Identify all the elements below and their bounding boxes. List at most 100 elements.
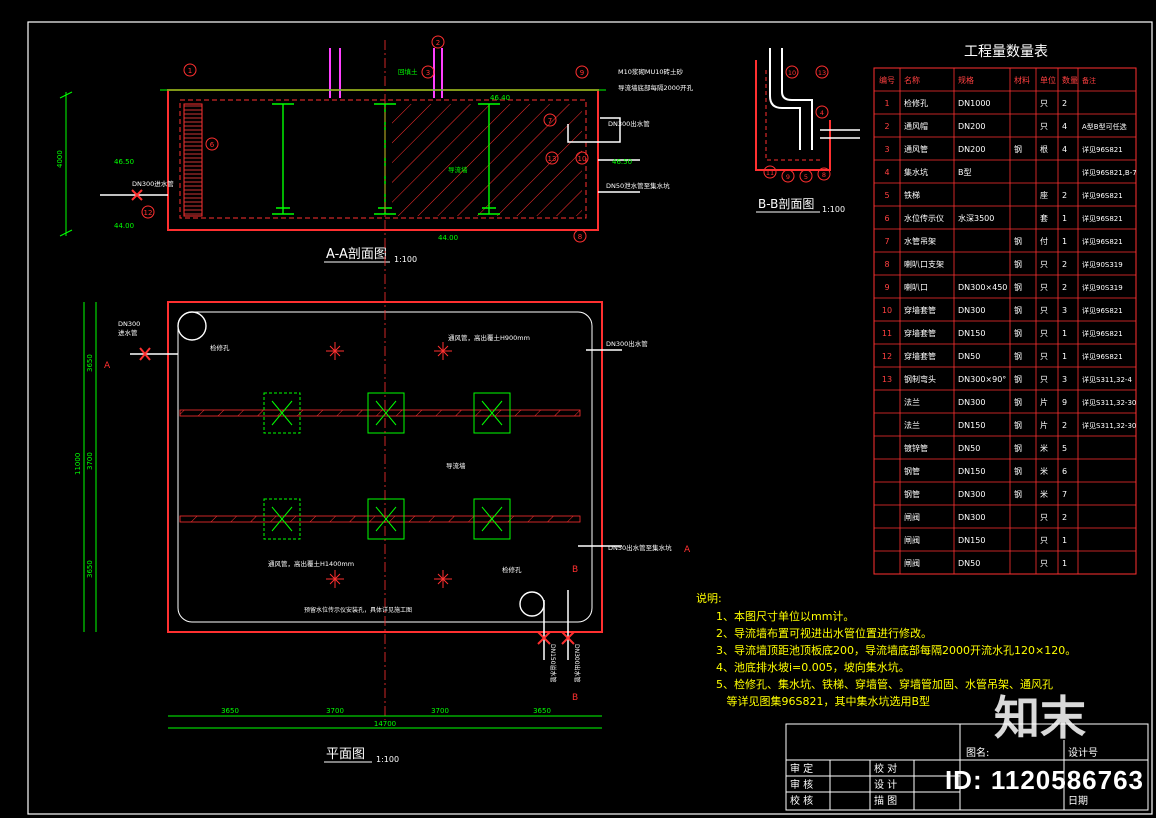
tb-r3c1: 校 核 [790,794,813,807]
table-cell: 座 [1040,190,1048,200]
table-cell: 4 [884,168,889,177]
table-cell: DN300 [958,398,985,407]
table-cell: 钢 [1014,374,1022,384]
table-cell: 详见96S821 [1082,306,1123,315]
table-cell: 水深3500 [958,213,994,223]
table-cell: 钢管 [904,489,920,499]
table-cell: 只 [1040,306,1048,315]
scale-bb: 1:100 [822,205,845,214]
plan-dn300out-label: DN300出水管 [573,644,581,683]
bubbles-aa [141,35,589,243]
table-header-cell: 数量 [1062,75,1078,85]
table-cell: 钢 [1014,443,1022,453]
dim-left-3650b: 3650 [86,560,94,578]
watermark-id: ID: 1120586763 [944,765,1144,795]
dim-bot-3700a: 3700 [326,707,344,715]
tb-r3c2: 描 图 [874,794,897,807]
table-cell: 闸阀 [904,513,920,522]
table-cell: 1 [884,99,889,108]
table-cell: 通风帽 [904,121,928,131]
table-cell: 2 [1062,283,1067,292]
title-aa: A-A剖面图 [326,247,387,262]
cut-a-left: A [104,361,111,371]
watermark-logo: 知末 [994,691,1086,745]
dim-left-3700: 3700 [86,452,94,470]
table-cell: DN300×90° [958,375,1006,384]
table-cell: 钢 [1014,305,1022,315]
table-cell: 1 [1062,214,1067,223]
plan-vent-label-1: 通风管，高出覆土H900mm [448,333,530,342]
column-pads [263,392,511,540]
table-cell: 详见96S821 [1082,214,1123,223]
cut-b-top: B [572,565,578,575]
outlet-label-aa: DN300出水管 [608,119,650,128]
table-cell: 6 [1062,467,1067,476]
note-line-3: 3、导流墙顶距池顶板底200，导流墙底部每隔2000开流水孔120×120。 [716,643,1076,657]
table-cell: 1 [1062,329,1067,338]
plan-level-note: 预留水位传示仪安装孔，具体详见施工图 [304,606,412,614]
table-cell: 3 [1062,375,1067,384]
table-cell: 钢 [1014,397,1022,407]
table-cell: DN300 [958,513,985,522]
cut-b-bottom: B [572,693,578,703]
table-cell: 钢 [1014,489,1022,499]
guide-wall-2 [179,515,581,523]
scale-plan: 1:100 [376,755,399,764]
table-cell: 只 [1040,375,1048,384]
table-header-cell: 规格 [958,75,974,85]
table-cell: DN300 [958,306,985,315]
note-line-6: 等详见图集96S821，其中集水坑选用B型 [716,694,930,708]
drawing-border [27,21,1153,815]
fill-label: 回填土 [398,67,418,76]
dim-4000: 4000 [56,150,64,168]
table-cell: B型 [958,168,972,177]
elev-left-1: 46.50 [114,158,134,166]
table-cell: 钢 [1014,259,1022,269]
table-cell: 只 [1040,329,1048,338]
note-line-4: 4、池底排水坡i=0.005，坡向集水坑。 [716,660,910,674]
table-cell: 只 [1040,559,1048,568]
table-cell: 详见96S821 [1082,145,1123,154]
table-cell: DN50 [958,444,980,453]
table-cell: 7 [884,237,889,246]
table-cell: 详见90S319 [1082,283,1123,292]
manhole-plan [177,311,207,341]
bubble-3: 3 [426,69,430,77]
table-cell: 钢 [1014,466,1022,476]
table-cell: 详见96S821 [1082,352,1123,361]
table-cell: 米 [1040,443,1048,453]
bb-bubble-13: 13 [818,69,826,77]
table-cell: 详见96S821 [1082,237,1123,246]
hatch-area [392,104,582,216]
table-cell: 水位传示仪 [904,213,944,223]
note-line-5: 5、检修孔、集水坑、铁梯、穿墙管、穿墙管加固、水管吊架、通风孔 [716,677,1053,691]
elev-bottom: 44.00 [438,234,458,242]
table-cell: 钢 [1014,144,1022,154]
bubble-10: 10 [578,155,587,163]
dim-bot-14700: 14700 [374,720,396,728]
plan-vent-label-2: 通风管，高出覆土H1400mm [268,559,354,568]
table-cell: 4 [1062,145,1067,154]
table-cell: 闸阀 [904,559,920,568]
table-cell: 10 [882,306,892,315]
section-aa: 4000 46.50 44.00 46.40 44.00 46.50 DN300… [56,35,694,264]
table-cell: 片 [1040,397,1048,407]
bb-bubble-11: 11 [766,169,774,177]
table-cell: 钢 [1014,328,1022,338]
title-plan: 平面图 [326,747,365,762]
table-cell: 详见96S821 [1082,329,1123,338]
bubble-12: 12 [144,209,153,217]
dim-left-11000: 11000 [74,453,82,475]
table-cell: DN50 [958,352,980,361]
table-cell: 2 [884,122,889,131]
bb-bubble-9: 9 [786,173,790,181]
plan-manhole2-label: 检修孔 [502,565,522,574]
table-cell: 镀锌管 [904,443,928,453]
table-cell: 米 [1040,489,1048,499]
table-cell: DN1000 [958,99,991,108]
bb-bubble-4: 4 [820,109,824,117]
elev-right: 46.50 [612,158,632,166]
bubble-9: 9 [580,69,584,77]
table-cell: 详见96S821 [1082,191,1123,200]
